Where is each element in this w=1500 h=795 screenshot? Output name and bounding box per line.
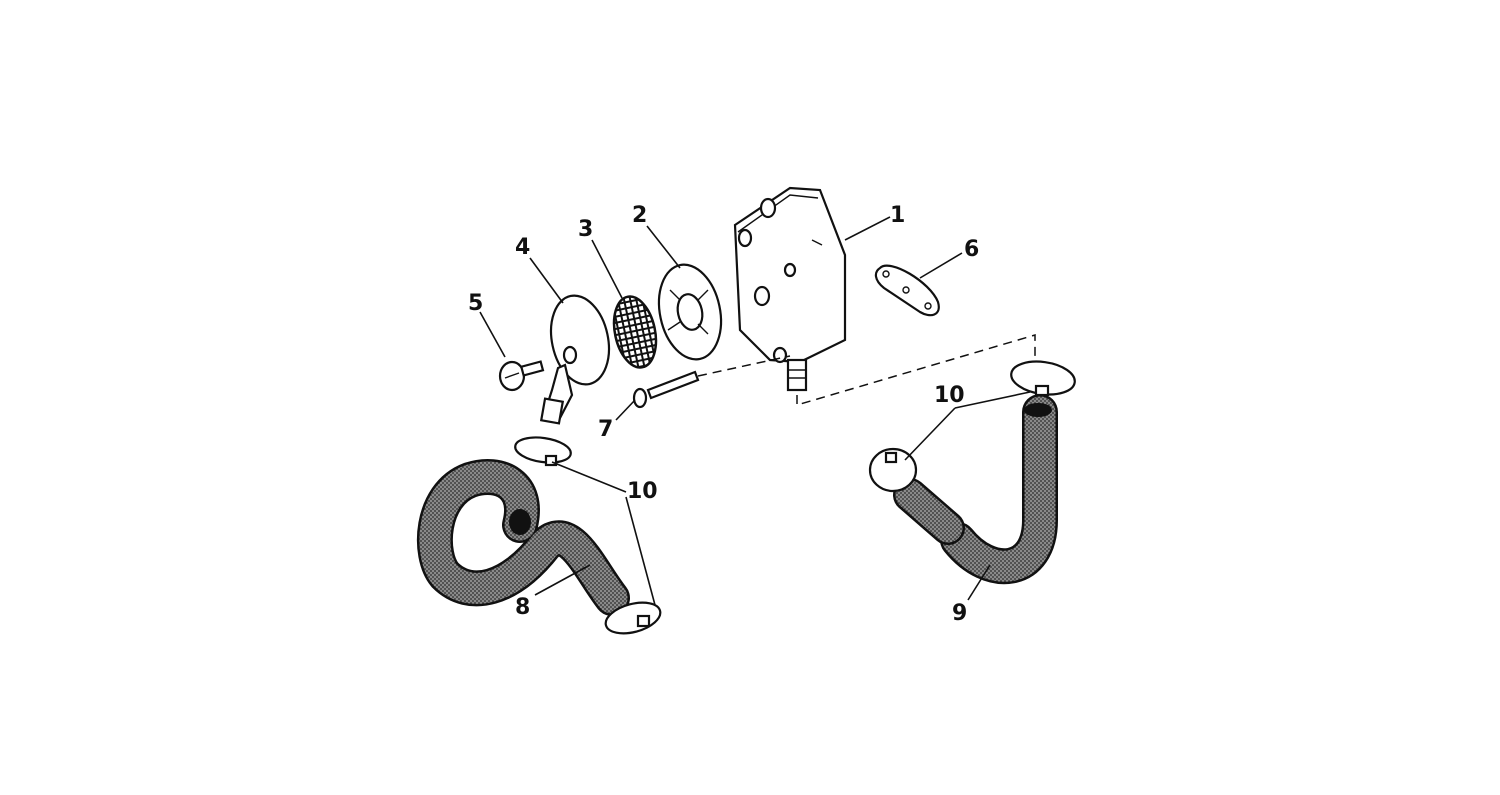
callout-7: 7 bbox=[598, 417, 613, 442]
cover-part bbox=[539, 294, 611, 425]
callout-8: 8 bbox=[515, 595, 530, 620]
callout-10-left: 10 bbox=[627, 479, 658, 504]
gasket-plate-part bbox=[874, 264, 940, 317]
screw-part bbox=[498, 360, 545, 392]
callout-10-right: 10 bbox=[934, 383, 965, 408]
valve-plate-part bbox=[657, 263, 723, 361]
callout-6: 6 bbox=[964, 237, 979, 262]
callout-3: 3 bbox=[578, 217, 593, 242]
callout-9: 9 bbox=[952, 601, 967, 626]
callout-1: 1 bbox=[890, 203, 905, 228]
right-hose-part bbox=[893, 394, 1058, 585]
hose-clamp-part bbox=[514, 360, 1076, 635]
left-hose-part bbox=[417, 459, 630, 616]
pump-body-part bbox=[733, 186, 847, 392]
leader-lines bbox=[479, 216, 1031, 606]
alignment-lines bbox=[697, 333, 1036, 407]
callout-4: 4 bbox=[515, 235, 530, 260]
callout-2: 2 bbox=[632, 203, 647, 228]
callout-5: 5 bbox=[468, 291, 483, 316]
screen-part bbox=[612, 295, 658, 369]
pin-part bbox=[632, 370, 700, 409]
